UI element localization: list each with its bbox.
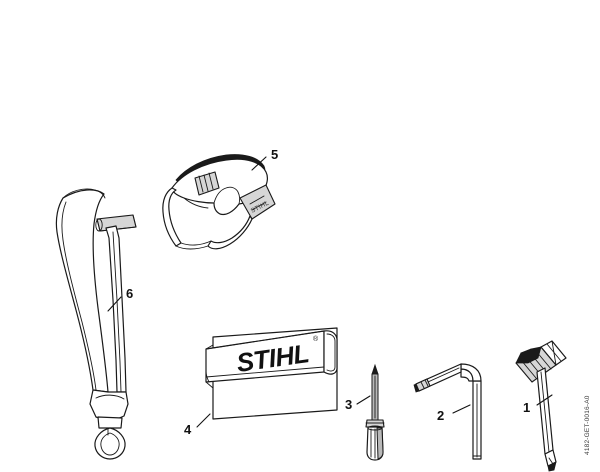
document-code-label: 4182-GET-0016-A0	[584, 395, 591, 455]
callout-number-6: 6	[126, 286, 133, 301]
callout-number-3: 3	[345, 397, 352, 412]
part-hex-key-wrench[interactable]	[413, 363, 482, 460]
part-combination-wrench[interactable]	[515, 340, 567, 472]
callout-leader-6	[107, 296, 122, 312]
part-stihl-tool-pouch[interactable]: STIHL ®	[205, 327, 338, 420]
part-screwdriver[interactable]	[365, 363, 385, 461]
callout-number-1: 1	[523, 400, 530, 415]
callout-number-4: 4	[184, 422, 192, 437]
callout-leader-3	[356, 395, 371, 405]
callout-number-5: 5	[271, 147, 278, 162]
part-shoulder-strap[interactable]	[55, 188, 137, 460]
callout-leader-4	[196, 413, 211, 428]
registered-trademark-symbol: ®	[313, 335, 319, 343]
callout-leader-2	[452, 404, 471, 414]
callout-leader-1	[536, 394, 553, 406]
callout-leader-5	[251, 156, 267, 171]
callout-number-2: 2	[437, 408, 444, 423]
part-safety-glasses[interactable]: STIHL	[162, 154, 276, 250]
